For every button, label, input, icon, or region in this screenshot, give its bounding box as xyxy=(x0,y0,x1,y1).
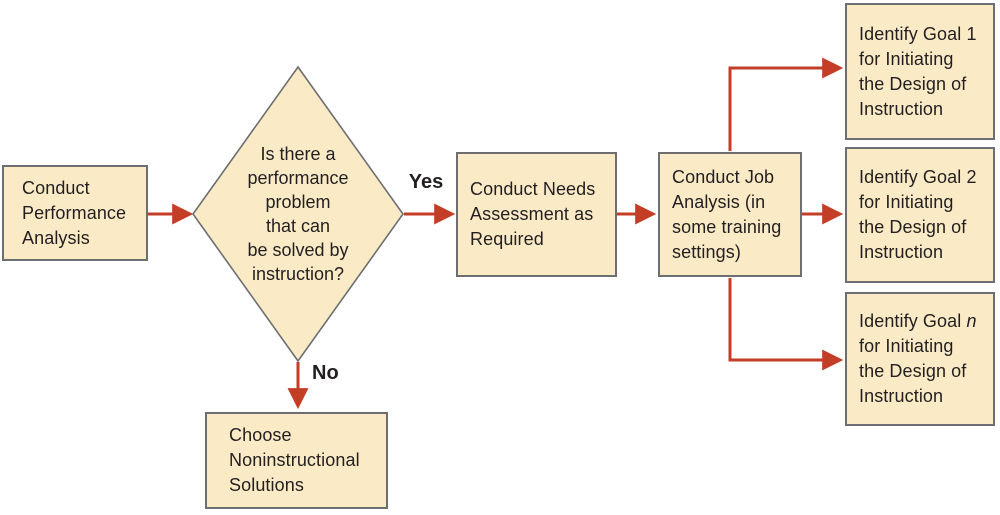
node-line: Performance xyxy=(22,202,127,223)
node-decision-text: Is there a performance problem that can … xyxy=(193,67,403,361)
node-conduct-needs-assessment: Conduct Needs Assessment as Required xyxy=(456,152,617,277)
node-line: Is there a xyxy=(260,144,336,164)
node-line: Instruction xyxy=(859,98,944,119)
node-line: Analysis (in xyxy=(672,191,766,212)
node-line: the Design of xyxy=(859,73,967,94)
node-line: Instruction xyxy=(859,386,944,406)
node-line: Required xyxy=(470,229,544,249)
node-line: Conduct Job xyxy=(672,166,775,187)
node-line: Noninstructional xyxy=(229,450,360,470)
node-line: settings) xyxy=(672,241,741,262)
node-line: Solutions xyxy=(229,475,304,495)
node-line: Choose xyxy=(229,425,292,445)
connector-job-to-goal1 xyxy=(728,57,844,151)
node-line: that can xyxy=(265,216,331,236)
node-identify-goal-2: Identify Goal 2 for Initiating the Desig… xyxy=(845,147,995,283)
node-line: Conduct xyxy=(22,177,90,198)
node-line: some training xyxy=(672,216,782,237)
node-line: Identify Goal 1 xyxy=(859,23,977,44)
node-line: for Initiating xyxy=(859,336,954,356)
node-line: instruction? xyxy=(251,264,345,284)
goal-number: 2 xyxy=(966,167,977,187)
node-line: the Design of xyxy=(859,217,967,237)
node-line: for Initiating xyxy=(859,192,954,212)
node-line: Conduct Needs xyxy=(470,179,596,199)
node-conduct-performance-analysis: Conduct Performance Analysis xyxy=(2,165,148,261)
node-line: Identify Goal n xyxy=(859,311,977,331)
node-line: problem xyxy=(265,192,331,212)
node-conduct-job-analysis: Conduct Job Analysis (in some training s… xyxy=(658,152,802,277)
branch-label-yes: Yes xyxy=(408,171,444,193)
node-line: Instruction xyxy=(859,242,944,262)
branch-label-no: No xyxy=(312,362,339,384)
decision-diamond-shape xyxy=(192,65,404,363)
node-line: the Design of xyxy=(859,361,967,381)
node-line: Assessment as xyxy=(470,204,594,224)
connector-job-to-goaln xyxy=(728,278,844,371)
node-line: Identify Goal 2 xyxy=(859,167,977,187)
node-identify-goal-1: Identify Goal 1 for Initiating the Desig… xyxy=(845,3,995,140)
goal-number: n xyxy=(966,311,977,331)
node-identify-goal-n: Identify Goal n for Initiating the Desig… xyxy=(845,292,995,426)
node-line: Analysis xyxy=(22,227,90,248)
node-line: for Initiating xyxy=(859,48,954,69)
node-choose-noninstructional-solutions: Choose Noninstructional Solutions xyxy=(205,412,388,509)
node-line: be solved by xyxy=(247,240,349,260)
goal-number: 1 xyxy=(966,23,977,44)
node-line: performance xyxy=(247,168,349,188)
